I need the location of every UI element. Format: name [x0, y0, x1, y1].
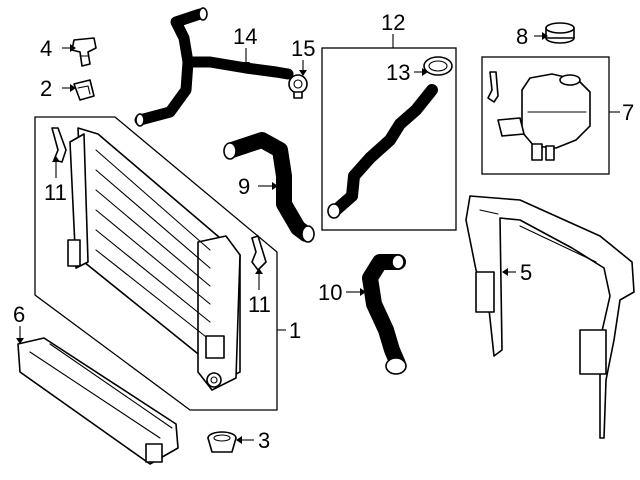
- radiator-group: [34, 116, 278, 411]
- hose-icon: [362, 254, 407, 375]
- callout-7: 7: [622, 100, 634, 125]
- radiator-icon: [67, 127, 241, 391]
- bracket-icon: [487, 71, 499, 103]
- callout-1: 1: [289, 318, 301, 343]
- callout-15: 15: [291, 36, 315, 61]
- reservoir-group: [481, 56, 620, 175]
- duct-icon: [17, 337, 179, 465]
- bracket-icon: [51, 127, 67, 163]
- callout-8: 8: [516, 24, 528, 49]
- callout-9: 9: [238, 174, 250, 199]
- tank-icon: [497, 73, 591, 161]
- clamp-icon: [423, 56, 453, 76]
- callout-6: 6: [13, 302, 25, 327]
- radiator-group-box: [34, 116, 278, 411]
- callout-3: 3: [258, 428, 270, 453]
- plug-icon: [207, 431, 237, 453]
- hose-icon: [134, 7, 294, 127]
- clip-icon: [73, 79, 95, 101]
- callout-14: 14: [233, 24, 257, 49]
- frame-icon: [465, 195, 635, 439]
- callout-10: 10: [318, 280, 342, 305]
- clamp-icon: [288, 74, 308, 99]
- callout-12: 12: [381, 10, 405, 35]
- cap-icon: [545, 22, 575, 44]
- callout-13: 13: [386, 60, 410, 85]
- hose-icon: [327, 84, 438, 219]
- callout-2: 2: [40, 76, 52, 101]
- callout-11a: 11: [44, 180, 67, 205]
- pin-icon: [71, 37, 97, 67]
- callout-5: 5: [520, 260, 532, 285]
- hose-icon: [223, 132, 315, 243]
- callout-4: 4: [40, 36, 52, 61]
- hose-assembly-group: [321, 34, 457, 231]
- callout-11b: 11: [248, 292, 271, 317]
